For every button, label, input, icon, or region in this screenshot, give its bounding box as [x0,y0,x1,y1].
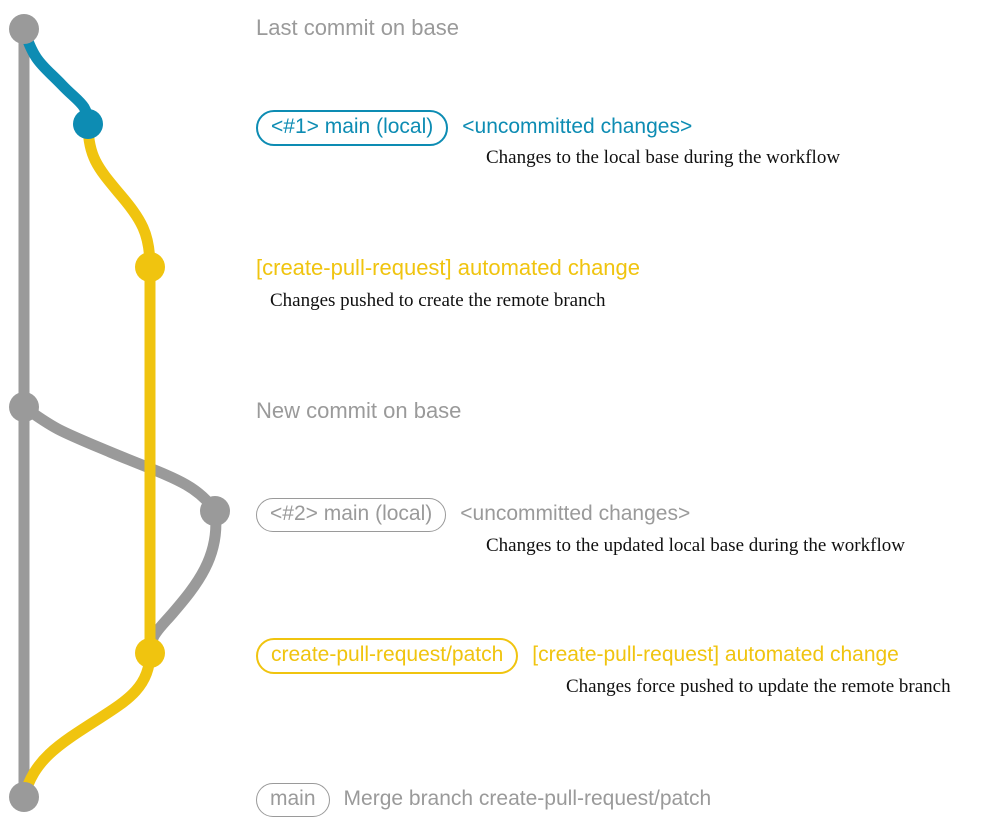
node-local-2[interactable] [200,496,230,526]
subject-local-1: <uncommitted changes> [462,115,693,138]
subject-remote-update: [create-pull-request] automated change [532,643,899,666]
headline-remote-create: [create-pull-request] automated change [256,255,641,280]
edge-remote2-to-merge [18,647,156,803]
node-remote-2[interactable] [135,638,165,668]
subject-merge: Merge branch create-pull-request/patch [343,787,712,810]
headline-last-commit-on-base: Last commit on base [256,15,459,40]
note-remote-update: Changes force pushed to update the remot… [566,676,951,697]
pill-create-pull-request-patch[interactable]: create-pull-request/patch [256,638,519,675]
subject-local-2: <uncommitted changes> [460,502,691,525]
row-remote-update: create-pull-request/patch [create-pull-r… [256,638,899,675]
node-base-new[interactable] [9,392,39,422]
node-base-last[interactable] [9,14,39,44]
node-local-1[interactable] [73,109,103,139]
node-merge[interactable] [9,782,39,812]
edge-local1-to-remote1 [82,118,156,273]
row-local-1: <#1> main (local) <uncommitted changes> [256,110,693,147]
note-local-1: Changes to the local base during the wor… [486,147,841,168]
commit-graph [9,14,230,812]
note-local-2: Changes to the updated local base during… [486,535,905,556]
edge-base-to-local2 [18,401,221,517]
row-merge: main Merge branch create-pull-request/pa… [256,783,712,818]
headline-new-commit-on-base: New commit on base [256,398,462,423]
note-remote-create: Changes pushed to create the remote bran… [270,290,606,311]
row-local-2: <#2> main (local) <uncommitted changes> [256,498,691,533]
pill-main-local-2[interactable]: <#2> main (local) [256,498,447,533]
node-remote-1[interactable] [135,252,165,282]
pill-main[interactable]: main [256,783,330,818]
pill-main-local-1[interactable]: <#1> main (local) [256,110,449,147]
